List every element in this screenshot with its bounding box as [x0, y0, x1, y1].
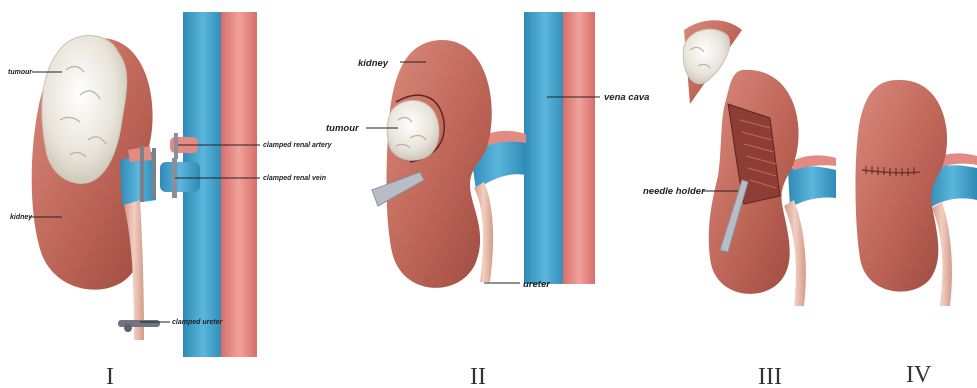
aorta-2 — [563, 12, 595, 284]
clamp-left-2 — [152, 148, 156, 198]
numeral-IV: IV — [906, 362, 932, 388]
renal-vein-3 — [788, 166, 836, 208]
clamp-left-1 — [140, 146, 144, 202]
vena-cava-2 — [524, 12, 566, 284]
tumour-2 — [387, 100, 439, 160]
label-clamped-ureter: clamped ureter — [172, 319, 223, 326]
aorta — [221, 12, 257, 357]
clamp-artery-right — [174, 133, 178, 159]
label-kidney-1: kidney — [10, 214, 33, 221]
panel-4: IV — [856, 80, 977, 388]
ureter-clamp-knob — [124, 324, 132, 332]
panel-3: needle holder III — [643, 20, 836, 388]
kidney-2 — [387, 40, 492, 288]
label-vena-cava: vena cava — [604, 92, 649, 103]
label-clamped-renal-artery: clamped renal artery — [263, 142, 333, 149]
numeral-I: I — [106, 364, 114, 388]
label-clamped-renal-vein: clamped renal vein — [263, 175, 326, 182]
panel-2: kidney tumour vena cava ureter II — [326, 12, 649, 388]
panel-1: tumour kidney clamped renal artery clamp… — [8, 12, 333, 388]
label-kidney-2: kidney — [358, 58, 389, 69]
numeral-III: III — [758, 364, 782, 388]
label-needle-holder: needle holder — [643, 186, 706, 197]
label-ureter: ureter — [523, 279, 551, 290]
numeral-II: II — [470, 364, 486, 388]
label-tumour-2: tumour — [326, 123, 360, 134]
excised-tumour — [683, 29, 729, 84]
renal-vein-stub — [160, 162, 200, 192]
ureter-clamp — [118, 320, 160, 327]
label-tumour-1: tumour — [8, 69, 33, 76]
